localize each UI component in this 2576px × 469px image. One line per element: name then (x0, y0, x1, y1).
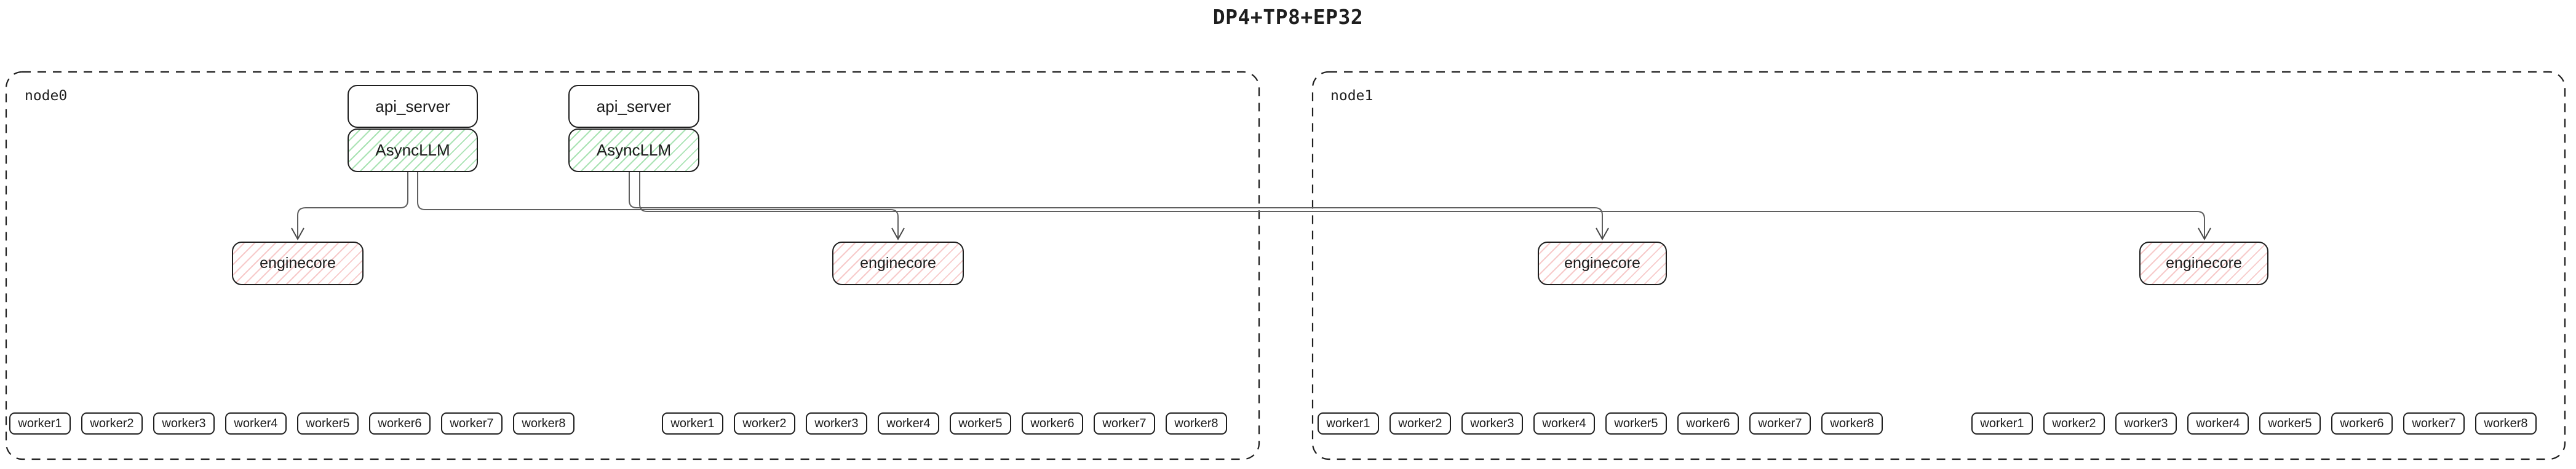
worker-box: worker2 (734, 412, 795, 435)
api-server-box-1: api_server (348, 85, 478, 128)
worker-box: worker1 (1318, 412, 1379, 435)
api-server-box-2: api_server (568, 85, 699, 128)
worker-box: worker6 (369, 412, 431, 435)
worker-box: worker5 (950, 412, 1011, 435)
worker-box: worker6 (1677, 412, 1739, 435)
worker-group-4: worker1 worker2 worker3 worker4 worker5 … (1971, 412, 2537, 435)
worker-box: worker4 (878, 412, 939, 435)
worker-box: worker6 (2331, 412, 2393, 435)
worker-box: worker8 (1821, 412, 1883, 435)
arrowhead-enginecore4 (2198, 227, 2211, 241)
worker-box: worker5 (1605, 412, 1667, 435)
node0-label: node0 (25, 88, 68, 104)
arrowhead-enginecore2 (891, 227, 905, 241)
worker-box: worker3 (153, 412, 215, 435)
worker-box: worker7 (441, 412, 503, 435)
enginecore-box-4: enginecore (2139, 242, 2268, 285)
worker-box: worker7 (1094, 412, 1155, 435)
arrow-asyncllm1-to-enginecore1 (297, 172, 408, 238)
worker-box: worker8 (2475, 412, 2537, 435)
asyncllm-box-1: AsyncLLM (348, 128, 478, 172)
enginecore-box-3: enginecore (1538, 242, 1667, 285)
worker-box: worker5 (2259, 412, 2321, 435)
worker-box: worker3 (2115, 412, 2177, 435)
arrow-asyncllm2-to-enginecore4 (639, 172, 2205, 238)
node0-border (5, 71, 1260, 460)
worker-box: worker6 (1022, 412, 1083, 435)
worker-group-1: worker1 worker2 worker3 worker4 worker5 … (9, 412, 574, 435)
worker-box: worker5 (297, 412, 359, 435)
worker-box: worker4 (1533, 412, 1595, 435)
worker-box: worker8 (513, 412, 574, 435)
arrow-asyncllm1-to-enginecore2 (417, 172, 899, 238)
worker-box: worker3 (1461, 412, 1523, 435)
enginecore-box-2: enginecore (832, 242, 964, 285)
worker-box: worker4 (225, 412, 287, 435)
asyncllm-box-2: AsyncLLM (568, 128, 699, 172)
worker-group-2: worker1 worker2 worker3 worker4 worker5 … (662, 412, 1227, 435)
worker-group-3: worker1 worker2 worker3 worker4 worker5 … (1318, 412, 1883, 435)
worker-box: worker7 (2403, 412, 2465, 435)
enginecore-box-1: enginecore (232, 242, 364, 285)
worker-box: worker1 (9, 412, 71, 435)
arrowhead-enginecore3 (1596, 227, 1609, 241)
diagram-title: DP4+TP8+EP32 (1212, 5, 1364, 29)
worker-box: worker2 (2043, 412, 2105, 435)
worker-box: worker2 (1389, 412, 1451, 435)
worker-box: worker7 (1749, 412, 1811, 435)
arrow-asyncllm2-to-enginecore3 (629, 172, 1603, 238)
node1-label: node1 (1330, 88, 1373, 104)
arrowhead-enginecore1 (291, 227, 304, 241)
worker-box: worker1 (662, 412, 723, 435)
worker-box: worker1 (1971, 412, 2033, 435)
worker-box: worker2 (81, 412, 143, 435)
worker-box: worker3 (806, 412, 867, 435)
worker-box: worker4 (2187, 412, 2249, 435)
worker-box: worker8 (1166, 412, 1227, 435)
node1-border (1311, 71, 2566, 460)
